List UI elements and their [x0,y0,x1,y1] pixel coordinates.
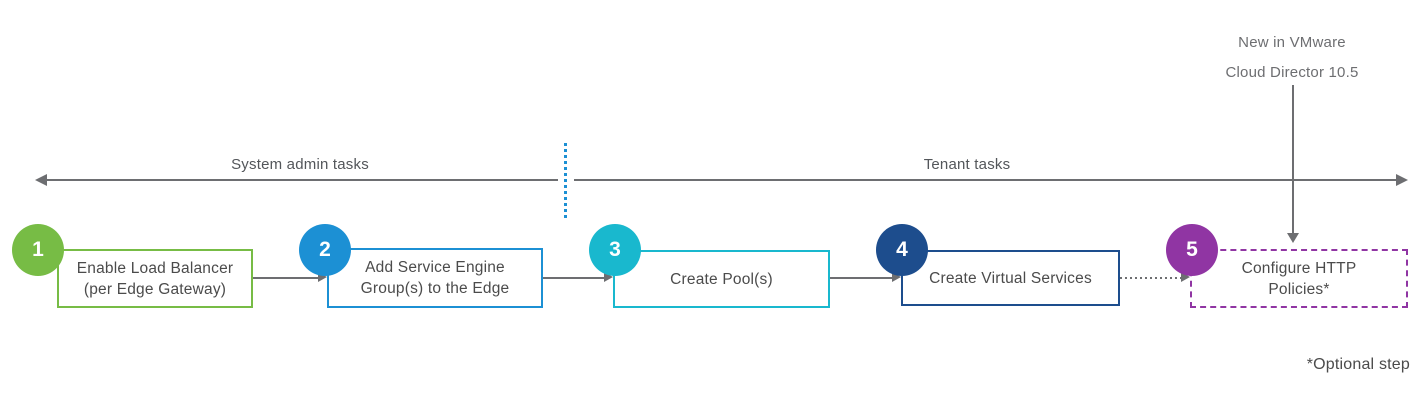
step-box-5: Configure HTTP Policies* [1190,249,1408,308]
step-number-badge: 2 [299,224,351,276]
step-number-badge: 3 [589,224,641,276]
step-number: 2 [319,238,331,261]
timeline-divider [564,143,567,219]
connector-4-to-5 [1120,277,1181,279]
step-number: 1 [32,238,44,261]
connector-3-to-4 [830,277,892,279]
step-box-4: Create Virtual Services [901,250,1120,306]
step-number-badge: 5 [1166,224,1218,276]
system-admin-tasks-label: System admin tasks [231,156,369,173]
arrowhead-icon [1181,272,1190,282]
step-label: Create Virtual Services [929,269,1092,287]
step-number: 3 [609,238,621,261]
arrowhead-icon [604,272,613,282]
step-number-badge: 4 [876,224,928,276]
step-number: 4 [896,238,908,261]
step-label: Enable Load Balancer (per Edge Gateway) [76,259,234,298]
arrow-right-icon [1396,174,1408,186]
arrow-down-icon [1287,233,1299,243]
new-in-vmware-note: New in VMware Cloud Director 10.5 [1225,34,1359,81]
step-box-3: Create Pool(s) [613,250,830,308]
step-label: Configure HTTP Policies* [1241,259,1357,298]
annotation-pointer-line [1292,85,1294,233]
timeline-right-segment [574,179,1396,181]
step-box-1: Enable Load Balancer (per Edge Gateway) [57,249,253,308]
arrowhead-icon [318,272,327,282]
timeline-left-segment [46,179,558,181]
step-box-2: Add Service Engine Group(s) to the Edge [327,248,543,308]
step-number: 5 [1186,238,1198,261]
connector-1-to-2 [253,277,318,279]
optional-step-note: *Optional step [1306,356,1410,373]
arrow-left-icon [35,174,47,186]
connector-2-to-3 [543,277,604,279]
arrowhead-icon [892,272,901,282]
step-label: Create Pool(s) [670,270,773,288]
tenant-tasks-label: Tenant tasks [923,156,1011,173]
step-label: Add Service Engine Group(s) to the Edge [360,259,510,297]
step-number-badge: 1 [12,224,64,276]
